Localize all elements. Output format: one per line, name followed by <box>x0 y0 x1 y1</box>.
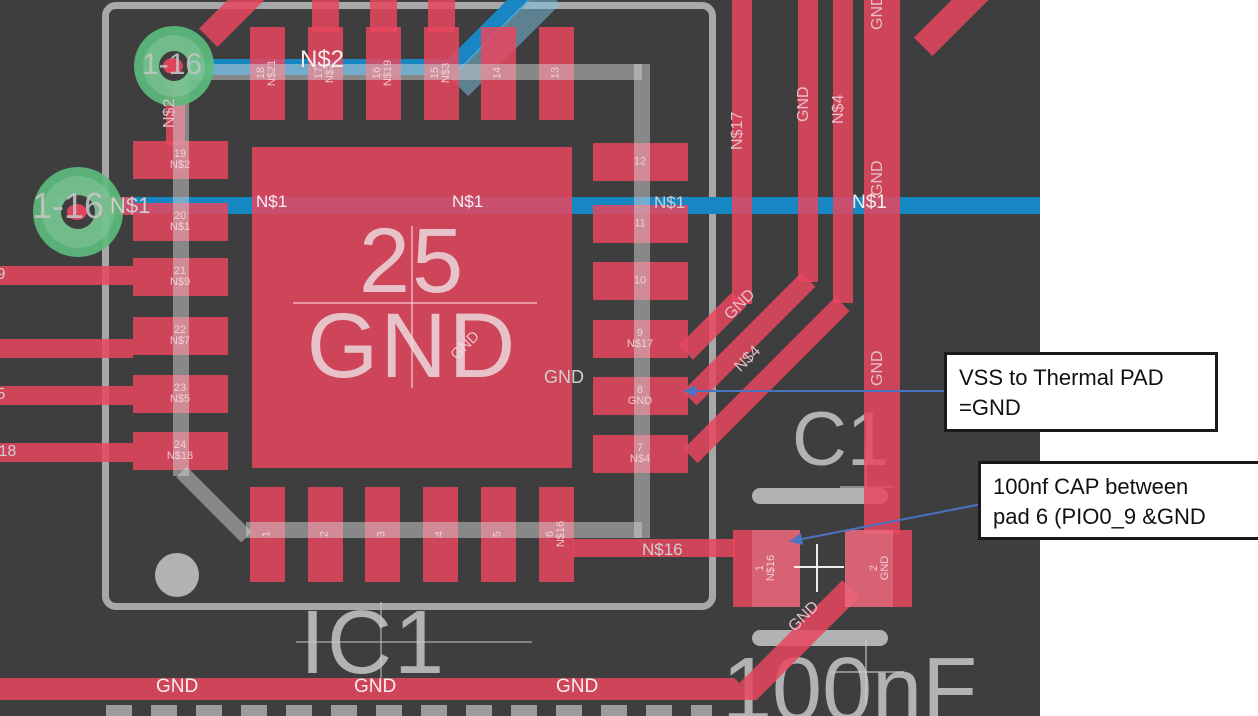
via-1-label: 1-16 <box>142 48 203 81</box>
net-label-edge: N$9 <box>0 266 6 283</box>
net-label-gnd: GND <box>556 676 599 697</box>
ic-origin-cross-v <box>380 602 382 692</box>
trace-left-1[interactable] <box>0 339 133 358</box>
net-label-edge: N$18 <box>0 443 17 460</box>
trace-left-3[interactable] <box>0 443 133 462</box>
via-2-label: 1-16 <box>32 185 105 226</box>
annotation-arrow-1[interactable] <box>683 385 944 397</box>
trace-gnd-vertical[interactable] <box>798 0 818 282</box>
net-label-n2: N$2 <box>300 46 345 73</box>
net-label-n1: N$1 <box>256 192 288 211</box>
net-label-n1: N$1 <box>110 193 151 218</box>
annotation-box-vss[interactable]: VSS to Thermal PAD =GND <box>944 352 1218 432</box>
net-label-n2: N$2 <box>161 98 178 128</box>
net-label-gnd: GND <box>544 367 584 387</box>
ic-body-outline-bottom <box>246 522 642 538</box>
net-label-edge: N$5 <box>0 386 6 403</box>
thermal-pad-number: 25 <box>358 210 466 312</box>
cap-crosshair-bottom-h <box>830 671 904 673</box>
net-label-gnd: GND <box>869 0 886 30</box>
net-label-n4: N$4 <box>830 94 847 124</box>
arrowhead-icon <box>683 385 696 397</box>
cap-pad-1[interactable] <box>733 530 800 607</box>
pin1-dot <box>155 553 199 597</box>
trace-left-2[interactable] <box>0 386 133 405</box>
trace-stub-pad15[interactable] <box>428 0 455 32</box>
cap-pad-2-mask <box>845 530 893 607</box>
pad-label-11: 11 <box>634 217 646 230</box>
net-label-n17: N$17 <box>729 111 746 150</box>
cap-center-cross-h <box>794 566 844 568</box>
ic-origin-cross-h <box>296 641 532 643</box>
via-1-copper-dot <box>163 58 183 74</box>
pad-label-12: 12 <box>633 155 647 168</box>
net-label-n1: N$1 <box>852 192 887 213</box>
annotation-text-line: VSS to Thermal PAD <box>959 365 1164 390</box>
net-label-gnd: GND <box>795 86 812 122</box>
net-label-n4: N$4 <box>731 342 765 376</box>
cap-center-cross-v <box>816 544 818 592</box>
cap-silk-bar-top <box>752 488 888 504</box>
trace-n16-horizontal[interactable] <box>573 539 735 557</box>
ic-body-outline-top <box>180 64 642 80</box>
thermal-cross-h <box>293 302 537 304</box>
pcb-view: IC1 C1 100nF <box>0 0 1040 716</box>
trace-n4-vertical[interactable] <box>833 0 853 303</box>
net-label-gnd: GND <box>156 676 199 697</box>
pad-label-4: 4 <box>433 530 446 538</box>
pad-label-5: 5 <box>491 530 504 538</box>
net-label-gnd: GND <box>785 598 823 636</box>
partial-text-glyphs <box>106 705 712 716</box>
trace-gnd-wide-vertical[interactable] <box>864 0 900 534</box>
net-label-n1: N$1 <box>654 193 686 212</box>
pad-label-1: 1 <box>260 530 273 538</box>
pad-label-10: 10 <box>633 274 647 287</box>
net-label-gnd: GND <box>721 286 759 324</box>
trace-stub-pad17[interactable] <box>312 0 339 32</box>
trace-gnd-bottom[interactable] <box>0 678 758 700</box>
annotation-text-line: pad 6 (PIO0_9 &GND <box>993 503 1206 529</box>
annotation-text-line: =GND <box>959 394 1021 420</box>
thermal-pad-net: GND <box>306 295 518 397</box>
via-2-copper-dot <box>67 204 87 220</box>
cap-pad-2[interactable] <box>845 530 912 607</box>
arrowhead-icon <box>788 533 804 548</box>
trace-left-0[interactable] <box>0 266 133 285</box>
trace-stub-pad16[interactable] <box>370 0 397 32</box>
annotation-text-line: 100nf CAP between <box>993 474 1189 499</box>
pad-label-14: 14 <box>491 66 504 80</box>
cap-crosshair-bottom-v <box>865 640 867 705</box>
thermal-cross-v <box>411 226 413 388</box>
net-label-gnd: GND <box>354 676 397 697</box>
ic-courtyard-outline <box>102 2 716 610</box>
net-label-n16: N$16 <box>642 540 683 559</box>
ic-body-outline-left <box>173 64 189 476</box>
net-label-gnd: GND <box>869 160 886 196</box>
pad-label-3: 3 <box>375 530 388 538</box>
net-label-gnd: GND <box>869 350 886 386</box>
ic-body-outline-right <box>634 64 650 538</box>
pad-label-13: 13 <box>549 66 562 80</box>
ic-refdes-text: IC1 <box>300 593 447 693</box>
cap-pad-1-mask <box>752 530 800 607</box>
net-label-n1: N$1 <box>452 192 484 211</box>
trace-n17-vertical[interactable] <box>732 0 752 304</box>
pad-label-2: 2 <box>318 530 331 538</box>
annotation-box-cap[interactable]: 100nf CAP between pad 6 (PIO0_9 &GND <box>978 461 1258 540</box>
